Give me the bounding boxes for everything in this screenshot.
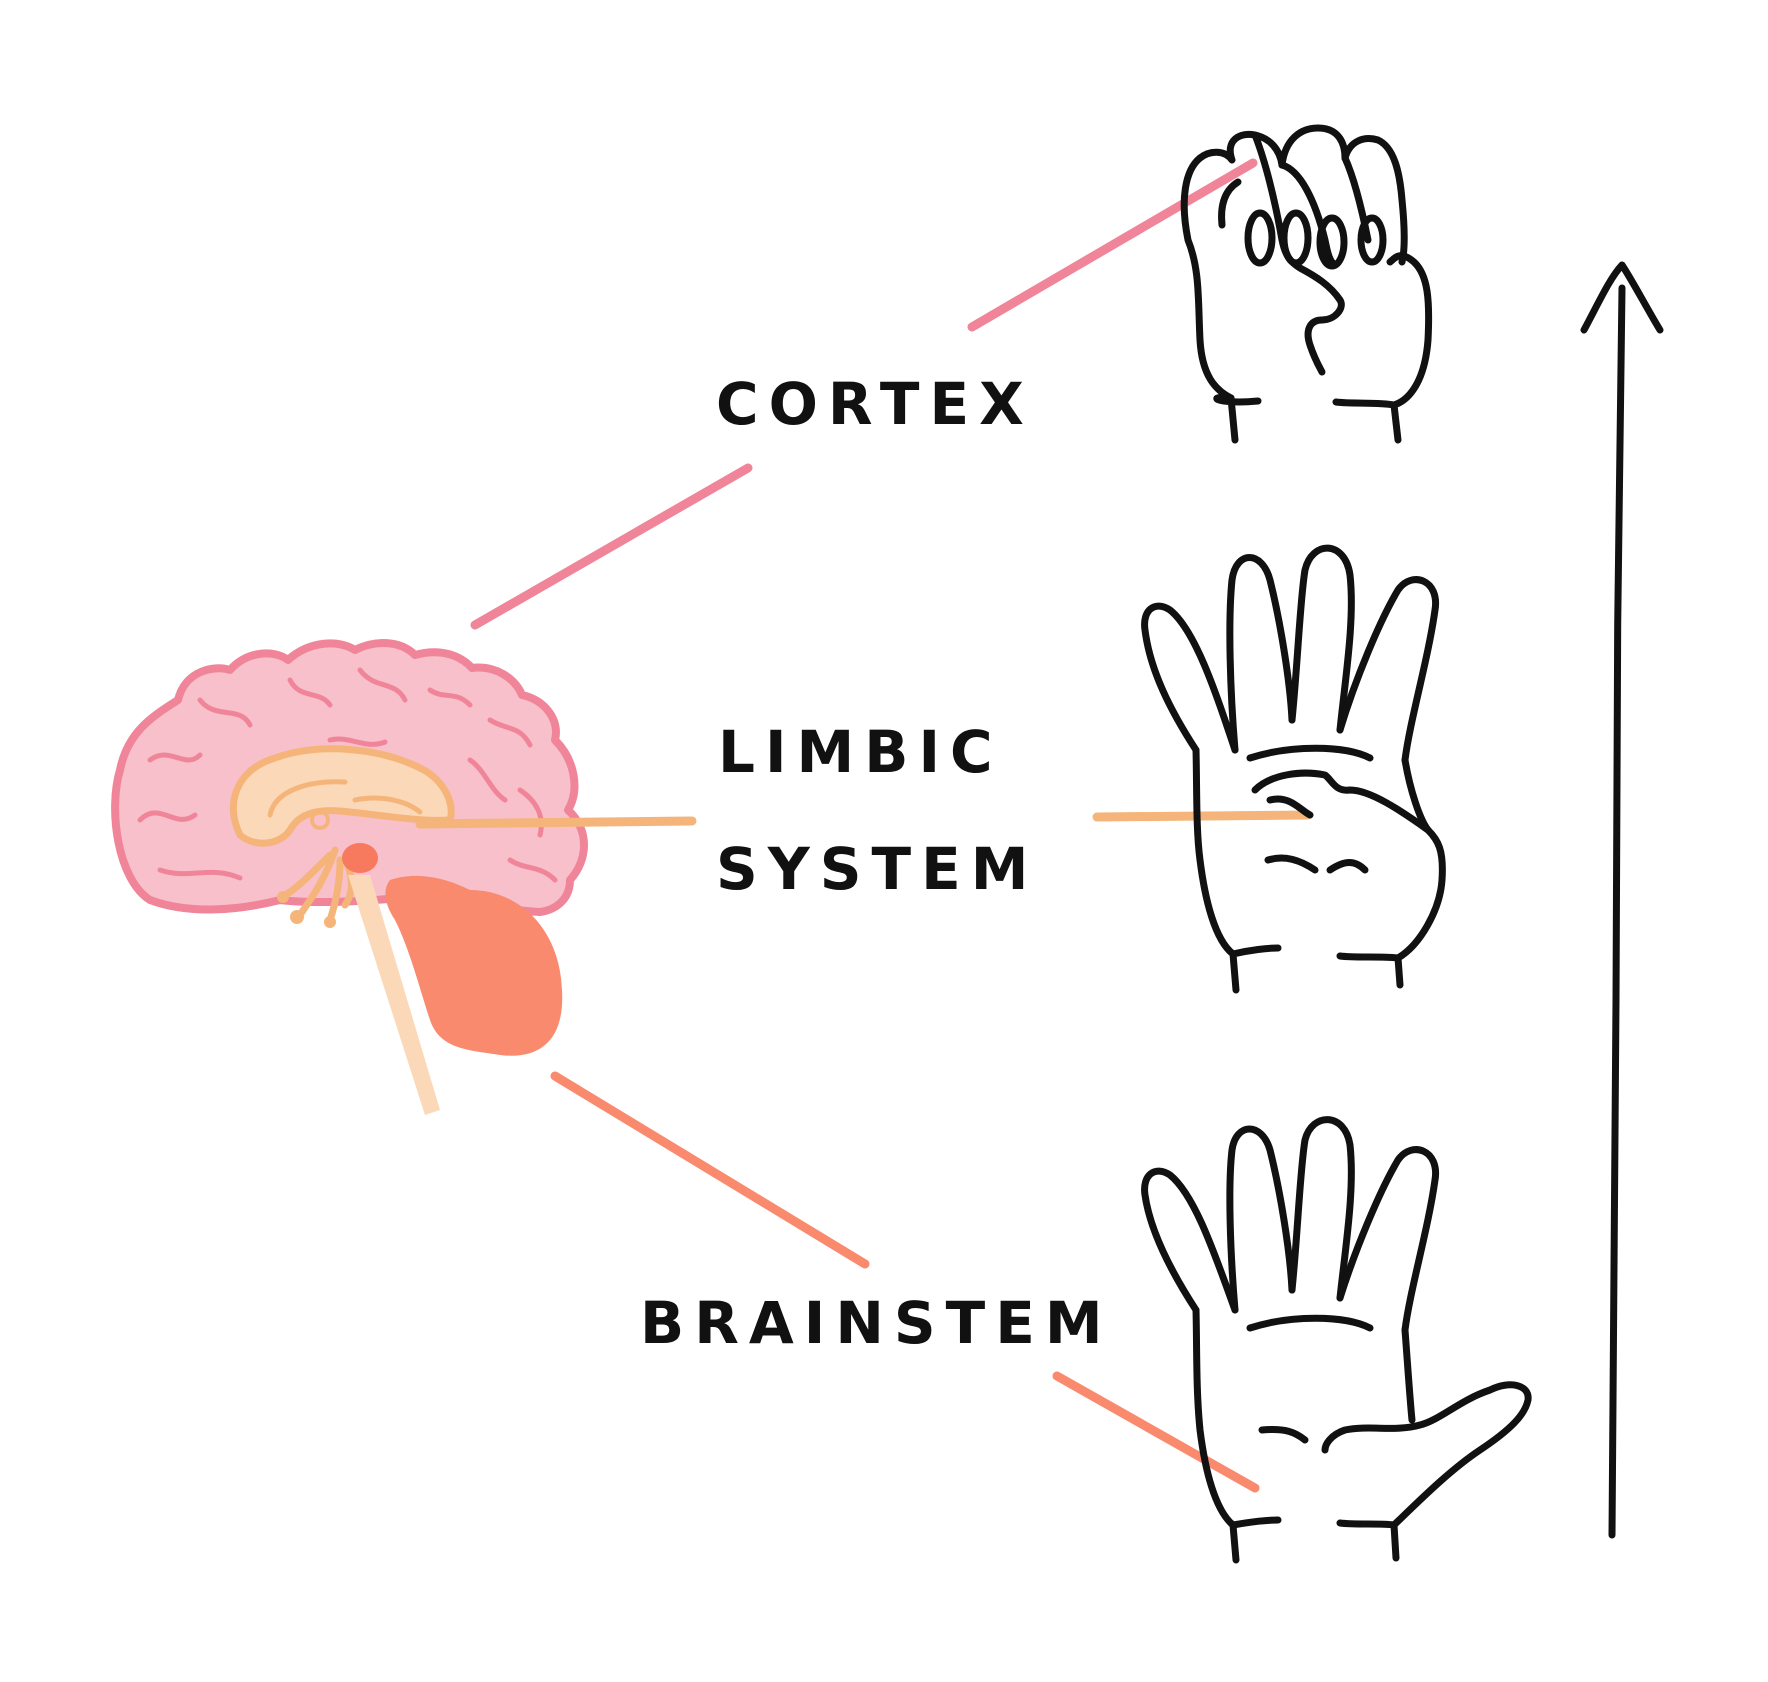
cortex-leader-lines (470, 158, 1258, 630)
up-arrow-icon (1580, 261, 1664, 1539)
limbic-label-line2: SYSTEM (716, 835, 1038, 903)
thumb-folded-hand-icon (1141, 544, 1446, 994)
limbic-leader-lines (415, 810, 1313, 829)
cortex-label: CORTEX (716, 370, 1034, 438)
thalamus-node (342, 843, 378, 873)
cerebellum-shape (385, 875, 563, 1056)
brainstem-stalk (348, 875, 440, 1115)
limbic-label-line1: LIMBIC (718, 718, 1003, 786)
brainstem-label: BRAINSTEM (640, 1289, 1113, 1357)
brainstem-leader-lines (550, 1071, 1260, 1493)
open-hand-icon (1141, 1116, 1532, 1564)
brain-icon (111, 639, 588, 1115)
closed-fist-icon (1180, 124, 1433, 444)
limbic-arc (229, 745, 455, 847)
